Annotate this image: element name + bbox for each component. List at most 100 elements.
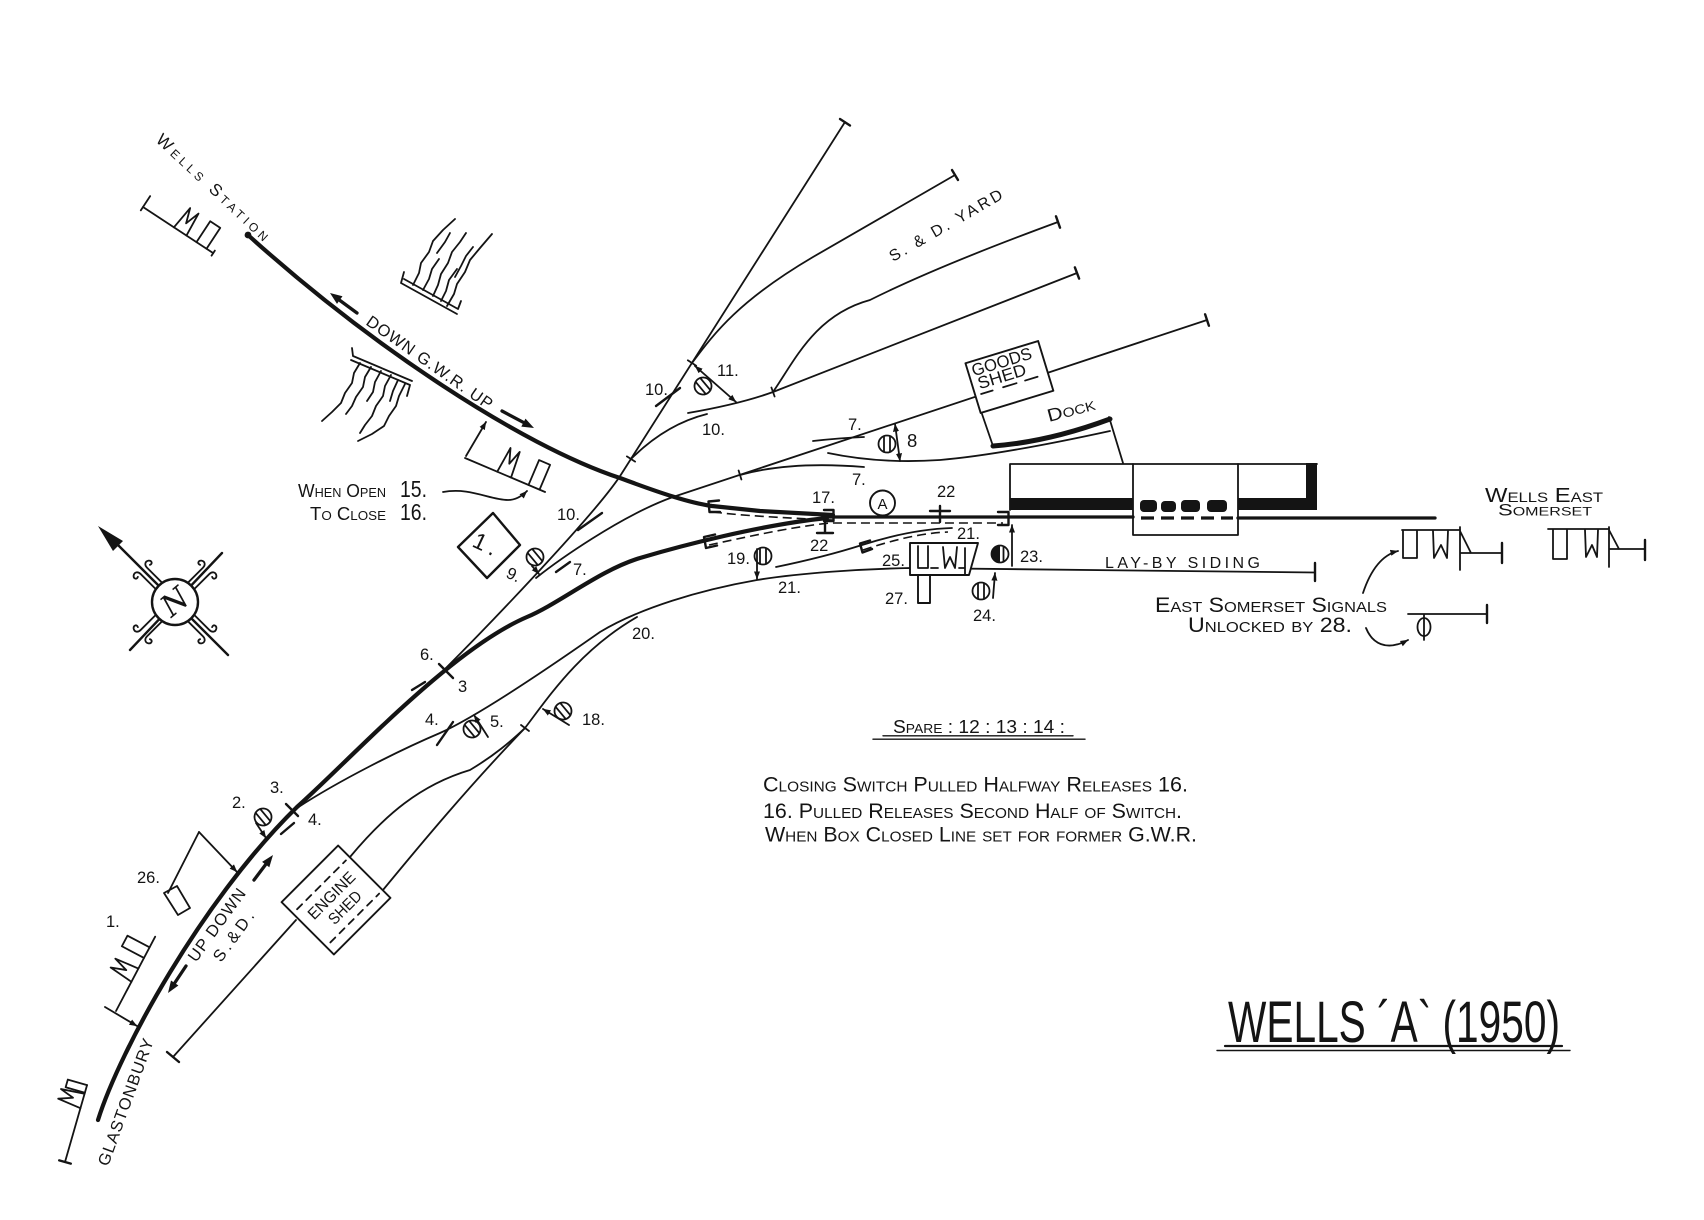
- lever-label-3-yard: 3: [458, 678, 467, 696]
- track-layout: [95, 117, 1437, 1123]
- trap-point-blades: [279, 386, 682, 836]
- platform-edge-hidden-1: [1140, 500, 1157, 512]
- closing-switch-annotation: When Open 15. To Close 16.: [298, 476, 528, 525]
- arrow-shaft: [252, 863, 268, 882]
- lever-label-7-dock: 7.: [852, 471, 866, 489]
- lever-label-19: 19.: [727, 550, 750, 568]
- ground-frame: 1.: [456, 511, 522, 580]
- operating-notes: Closing Switch Pulled Halfway Releases 1…: [763, 774, 1197, 847]
- bridge-north-parapet: [400, 271, 462, 315]
- buffer-stop-yard-4: [1073, 266, 1081, 280]
- signal-wells-station: [139, 195, 222, 257]
- signal-25: [909, 542, 979, 576]
- yard-road-2: [691, 174, 956, 364]
- bracket-crossover-21: [858, 539, 874, 554]
- to-close-text: To Close: [310, 504, 386, 524]
- disc-signals: [253, 365, 1016, 839]
- lever-label-21-main: 21.: [957, 525, 980, 543]
- cross-3-yard: [437, 662, 455, 680]
- north-arrowhead-icon: [98, 526, 123, 551]
- lever-label-4-main: 4.: [308, 811, 322, 829]
- lever-label-10-yard: 10.: [645, 381, 668, 399]
- marker-a-circle: [869, 489, 896, 517]
- disc-stripes: [759, 547, 767, 565]
- signal-glastonbury-distant: [57, 1078, 88, 1165]
- disc-stripes: [254, 808, 272, 826]
- east-somerset-note-line1: East Somerset Signals: [1155, 594, 1387, 617]
- sd-running-line: [95, 515, 830, 1123]
- disc-signal-11-arrow: [694, 365, 737, 403]
- bracket-gwr-points: [707, 499, 722, 514]
- signal-26: [163, 831, 238, 916]
- arrow-head: [330, 293, 343, 304]
- dock-wall-left: [981, 413, 994, 447]
- lever-label-25: 25.: [882, 552, 905, 570]
- east-somerset-pointer-to-lever-28: [1365, 627, 1409, 647]
- gwr-running-line: [245, 232, 836, 518]
- lever-label-17: 17.: [812, 489, 835, 507]
- engine-shed-lead: [524, 616, 638, 729]
- engine-shed: ENGINE SHED: [280, 844, 392, 956]
- home-arm: [64, 1078, 88, 1094]
- operating-note-3: When Box Closed Line set for former G.W.…: [765, 824, 1197, 847]
- signal-post: [1608, 526, 1646, 568]
- lever-label-8: 8: [907, 430, 917, 451]
- track-circuit-loop: [862, 531, 949, 551]
- lever-label-10-trap: 10.: [557, 506, 580, 524]
- east-platform-edge: [1238, 498, 1317, 510]
- signal-east-somerset-1: [1401, 526, 1504, 571]
- point-brackets: [702, 499, 1010, 554]
- scroll-lines: [132, 614, 163, 645]
- bridge-south-hatching: [321, 362, 406, 442]
- diagram-title-text: WELLS ´A` (1950): [1228, 990, 1560, 1055]
- spare-levers-text: Spare : 12 : 13 : 14 :: [893, 717, 1065, 737]
- disc-signal-24: [971, 581, 991, 601]
- tick-yard-road-2: [686, 359, 698, 367]
- distant-arm: [1432, 530, 1449, 559]
- lever-label-11: 11.: [717, 362, 739, 380]
- arrow-shaft: [173, 964, 188, 985]
- compass-scroll-ne: [187, 559, 218, 590]
- distant-arm: [173, 207, 200, 237]
- lever-label-7-goods: 7.: [848, 416, 862, 434]
- lever-label-4-loop: 4.: [425, 711, 439, 729]
- compass-scroll-nw: [132, 559, 163, 590]
- blade-7-trap: [554, 560, 572, 574]
- buffer-stop-yard-3: [1054, 215, 1062, 229]
- signal-26-position-arrow: [198, 831, 238, 873]
- signal-post: [115, 935, 157, 1012]
- goods-shed-outline: [964, 340, 1055, 414]
- tick-goods-road: [737, 469, 743, 481]
- location-marker-a: A: [869, 489, 896, 517]
- disc-signal-18: [553, 701, 573, 721]
- signal-1-position-arrow: [104, 1006, 138, 1027]
- engine-shed-road-1: [349, 727, 526, 858]
- signal-26-arm: [163, 885, 191, 916]
- arrow-shaft: [338, 298, 359, 315]
- engine-shed-road-dashes-2: [329, 892, 381, 944]
- station-platforms: [1009, 463, 1318, 536]
- dock-platform-edge: [990, 416, 1113, 449]
- bridge-north: [400, 218, 493, 315]
- disc-stripes: [526, 548, 544, 566]
- lever-label-21-loop: 21.: [778, 579, 801, 597]
- buffer-stops: [165, 117, 1317, 1064]
- cross-22-main: [928, 504, 952, 524]
- disc-face: [753, 546, 773, 566]
- buffer-stop-yard-1: [838, 117, 852, 127]
- distant-arm: [496, 447, 521, 479]
- disc-signal-5-arrow: [473, 714, 489, 738]
- signal-25-distant-arm: [942, 546, 966, 575]
- lever-number-labels: 10. 11. 10. 10. 7. 9. 7. 8 7. 17. 22 22 …: [106, 362, 1043, 931]
- bracket-gwr-end-17: [822, 508, 835, 523]
- distant-arm: [109, 957, 140, 983]
- blade-10-trap: [576, 511, 604, 532]
- buffer-stop-yard-2: [950, 168, 960, 182]
- yard-road-3: [772, 221, 1059, 393]
- scroll-lines: [187, 559, 218, 590]
- gwr-up-direction-arrow-icon: [500, 409, 534, 428]
- blade-4-loop: [435, 720, 455, 747]
- signal-26-post: [167, 831, 200, 894]
- cross-3-main: [284, 802, 300, 818]
